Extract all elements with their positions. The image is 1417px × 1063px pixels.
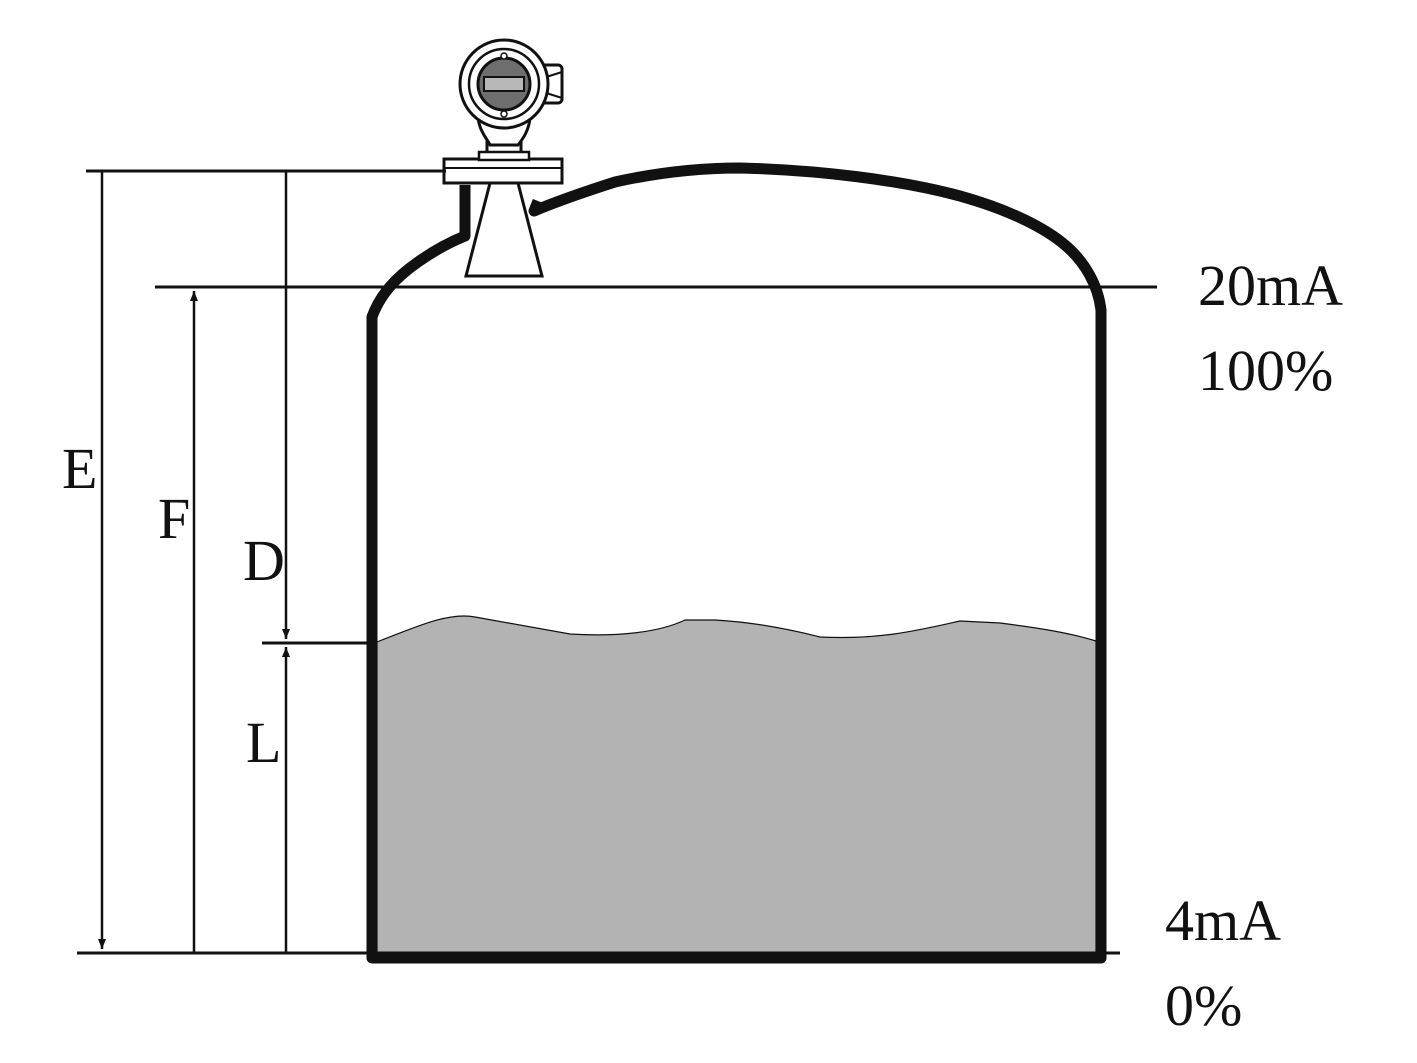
flange bbox=[442, 157, 564, 185]
tank-outline bbox=[366, 162, 1107, 964]
label-4ma: 4mA bbox=[1165, 888, 1281, 953]
label-0-percent: 0% bbox=[1165, 973, 1242, 1038]
label-e: E bbox=[62, 436, 97, 501]
horn-antenna bbox=[464, 181, 544, 278]
liquid-fill bbox=[376, 615, 1097, 954]
label-f: F bbox=[158, 486, 190, 551]
label-d: D bbox=[243, 528, 285, 593]
label-100-percent: 100% bbox=[1198, 338, 1333, 403]
label-20ma: 20mA bbox=[1198, 253, 1343, 318]
label-l: L bbox=[246, 710, 281, 775]
